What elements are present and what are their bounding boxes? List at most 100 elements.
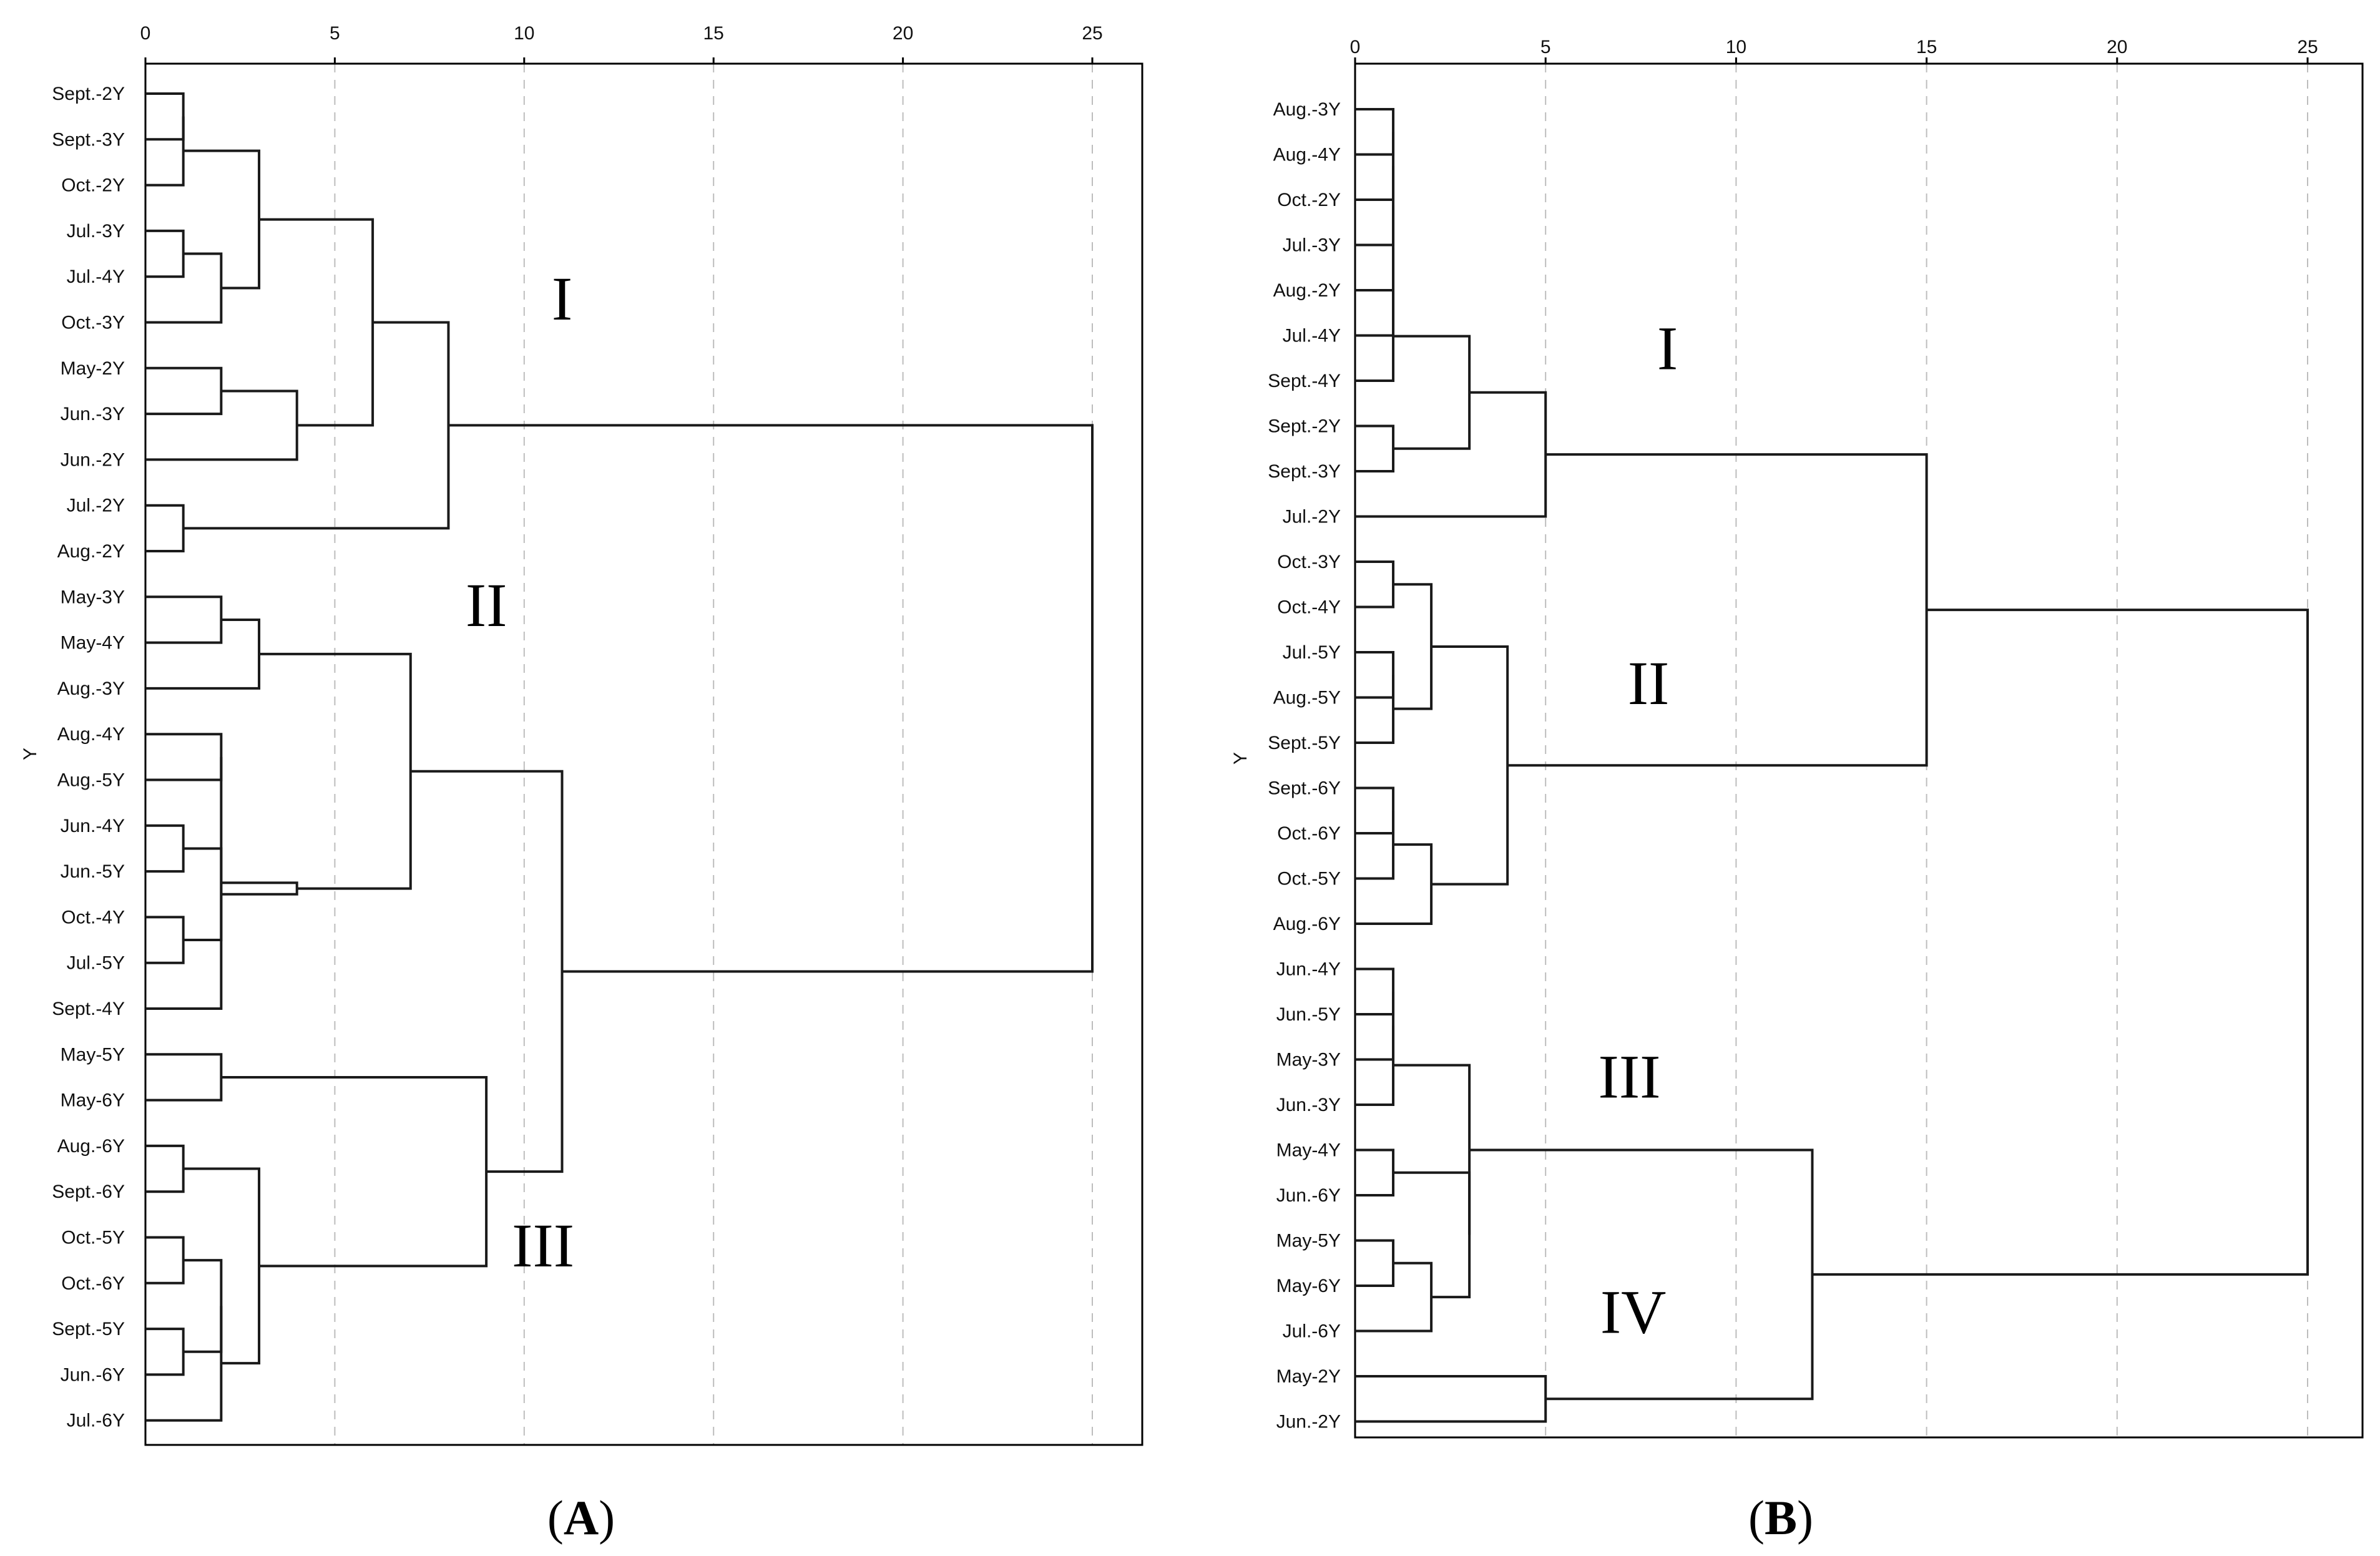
leaf-label: Jul.-5Y xyxy=(1283,642,1341,663)
leaf-label: Oct.-3Y xyxy=(61,313,125,333)
leaf-label: Aug.-2Y xyxy=(57,541,125,562)
leaf-label: Jul.-6Y xyxy=(1283,1321,1341,1342)
leaf-label: Jul.-2Y xyxy=(1283,507,1341,527)
cluster-merge-link xyxy=(1355,675,1395,744)
leaf-label: Aug.-5Y xyxy=(1273,688,1341,708)
cluster-label: III xyxy=(1599,1042,1661,1112)
leaf-label: Sept.-4Y xyxy=(52,999,125,1019)
cluster-merge-link xyxy=(1393,1171,1471,1299)
leaf-label: May-6Y xyxy=(1276,1276,1341,1296)
cluster-merge-link xyxy=(1355,132,1395,201)
x-tick-label: 15 xyxy=(1916,37,1937,57)
cluster-merge-link xyxy=(183,847,223,942)
cluster-label: II xyxy=(1628,648,1670,718)
leaf-label: Jul.-4Y xyxy=(67,267,125,287)
leaf-label: Jul.-6Y xyxy=(67,1411,125,1431)
leaf-label: Sept.-5Y xyxy=(1268,733,1341,753)
cluster-merge-link xyxy=(145,92,185,141)
cluster-merge-link xyxy=(1355,108,1395,156)
leaf-label: Sept.-2Y xyxy=(52,84,125,104)
cluster-merge-link xyxy=(1355,991,1395,1061)
leaf-label: Sept.-5Y xyxy=(52,1319,125,1339)
cluster-merge-link xyxy=(145,1053,223,1102)
leaf-label: May-2Y xyxy=(61,358,125,379)
leaf-label: May-5Y xyxy=(61,1044,125,1065)
x-tick-label: 5 xyxy=(1540,37,1551,57)
cluster-label: IV xyxy=(1600,1278,1667,1347)
leaf-label: Jun.-6Y xyxy=(1276,1185,1341,1206)
cluster-merge-link xyxy=(145,1144,185,1193)
leaf-label: Aug.-6Y xyxy=(57,1136,125,1157)
dendrogram-links xyxy=(145,92,1094,1422)
cluster-merge-link xyxy=(145,1306,223,1422)
leaf-label: Oct.-2Y xyxy=(61,175,125,196)
leaf-label: Jun.-3Y xyxy=(61,404,125,424)
cluster-label: I xyxy=(1657,313,1678,383)
leaf-label: Aug.-6Y xyxy=(1273,914,1341,934)
cluster-merge-link xyxy=(1355,810,1395,880)
cluster-merge-link xyxy=(145,504,185,552)
leaf-label: Oct.-5Y xyxy=(61,1228,125,1248)
cluster-merge-link xyxy=(1812,609,2309,1276)
leaf-label: Jun.-4Y xyxy=(61,816,125,836)
leaf-label: Oct.-5Y xyxy=(1277,869,1341,889)
leaf-label: May-6Y xyxy=(61,1090,125,1111)
cluster-merge-link xyxy=(221,1075,488,1268)
leaf-label: Jun.-6Y xyxy=(61,1364,125,1385)
leaf-label: Aug.-5Y xyxy=(57,770,125,791)
cluster-merge-link xyxy=(145,366,223,416)
leaf-labels: Aug.-3YAug.-4YOct.-2YJul.-3YAug.-2YJul.-… xyxy=(1268,99,1341,1432)
cluster-merge-link xyxy=(145,1328,185,1376)
cluster-merge-link xyxy=(1355,1239,1395,1287)
cluster-merge-link xyxy=(221,881,298,896)
panel-label: (A) xyxy=(547,1490,615,1545)
leaf-label: Jul.-5Y xyxy=(67,953,125,974)
cluster-merge-link xyxy=(145,916,185,964)
grid-lines xyxy=(334,64,1093,1445)
leaf-label: Jun.-2Y xyxy=(61,449,125,470)
cluster-merge-link xyxy=(448,424,1094,973)
leaf-label: May-2Y xyxy=(1276,1366,1341,1387)
cluster-merge-link xyxy=(1355,205,1395,291)
leaf-label: Oct.-4Y xyxy=(61,907,125,927)
cluster-merge-link xyxy=(145,824,185,873)
leaf-label: May-3Y xyxy=(1276,1050,1341,1070)
cluster-label: I xyxy=(552,264,572,333)
cluster-merge-link xyxy=(1355,967,1395,1015)
leaf-label: Sept.-3Y xyxy=(1268,461,1341,482)
leaf-label: Aug.-3Y xyxy=(57,678,125,699)
cluster-merge-link xyxy=(1355,560,1395,609)
leaf-label: Jun.-5Y xyxy=(1276,1004,1341,1025)
cluster-merge-link xyxy=(1355,651,1395,699)
leaf-label: Jul.-3Y xyxy=(67,221,125,242)
cluster-merge-link xyxy=(145,116,185,187)
leaf-label: Sept.-6Y xyxy=(52,1182,125,1202)
x-tick-label: 5 xyxy=(330,23,340,44)
leaf-label: Oct.-2Y xyxy=(1277,190,1341,210)
cluster-merge-link xyxy=(1355,1148,1395,1196)
cluster-merge-link xyxy=(1431,645,1509,886)
leaf-label: Aug.-3Y xyxy=(1273,99,1341,120)
cluster-merge-link xyxy=(1355,1025,1395,1106)
leaf-label: Oct.-4Y xyxy=(1277,597,1341,618)
cluster-merge-link xyxy=(259,218,375,427)
cluster-merge-link xyxy=(1355,165,1395,247)
leaf-label: Jul.-3Y xyxy=(1283,235,1341,256)
leaf-label: Sept.-6Y xyxy=(1268,778,1341,799)
cluster-merge-link xyxy=(145,618,261,690)
leaf-label: Jul.-2Y xyxy=(67,496,125,516)
cluster-merge-link xyxy=(145,733,223,781)
y-axis-label: Y xyxy=(20,748,41,760)
leaf-label: Jun.-2Y xyxy=(1276,1412,1341,1432)
x-tick-label: 10 xyxy=(1726,37,1746,57)
cluster-merge-link xyxy=(1393,1064,1471,1235)
cluster-merge-link xyxy=(259,652,412,890)
plot-frame xyxy=(144,62,1143,1446)
leaf-label: May-5Y xyxy=(1276,1231,1341,1251)
